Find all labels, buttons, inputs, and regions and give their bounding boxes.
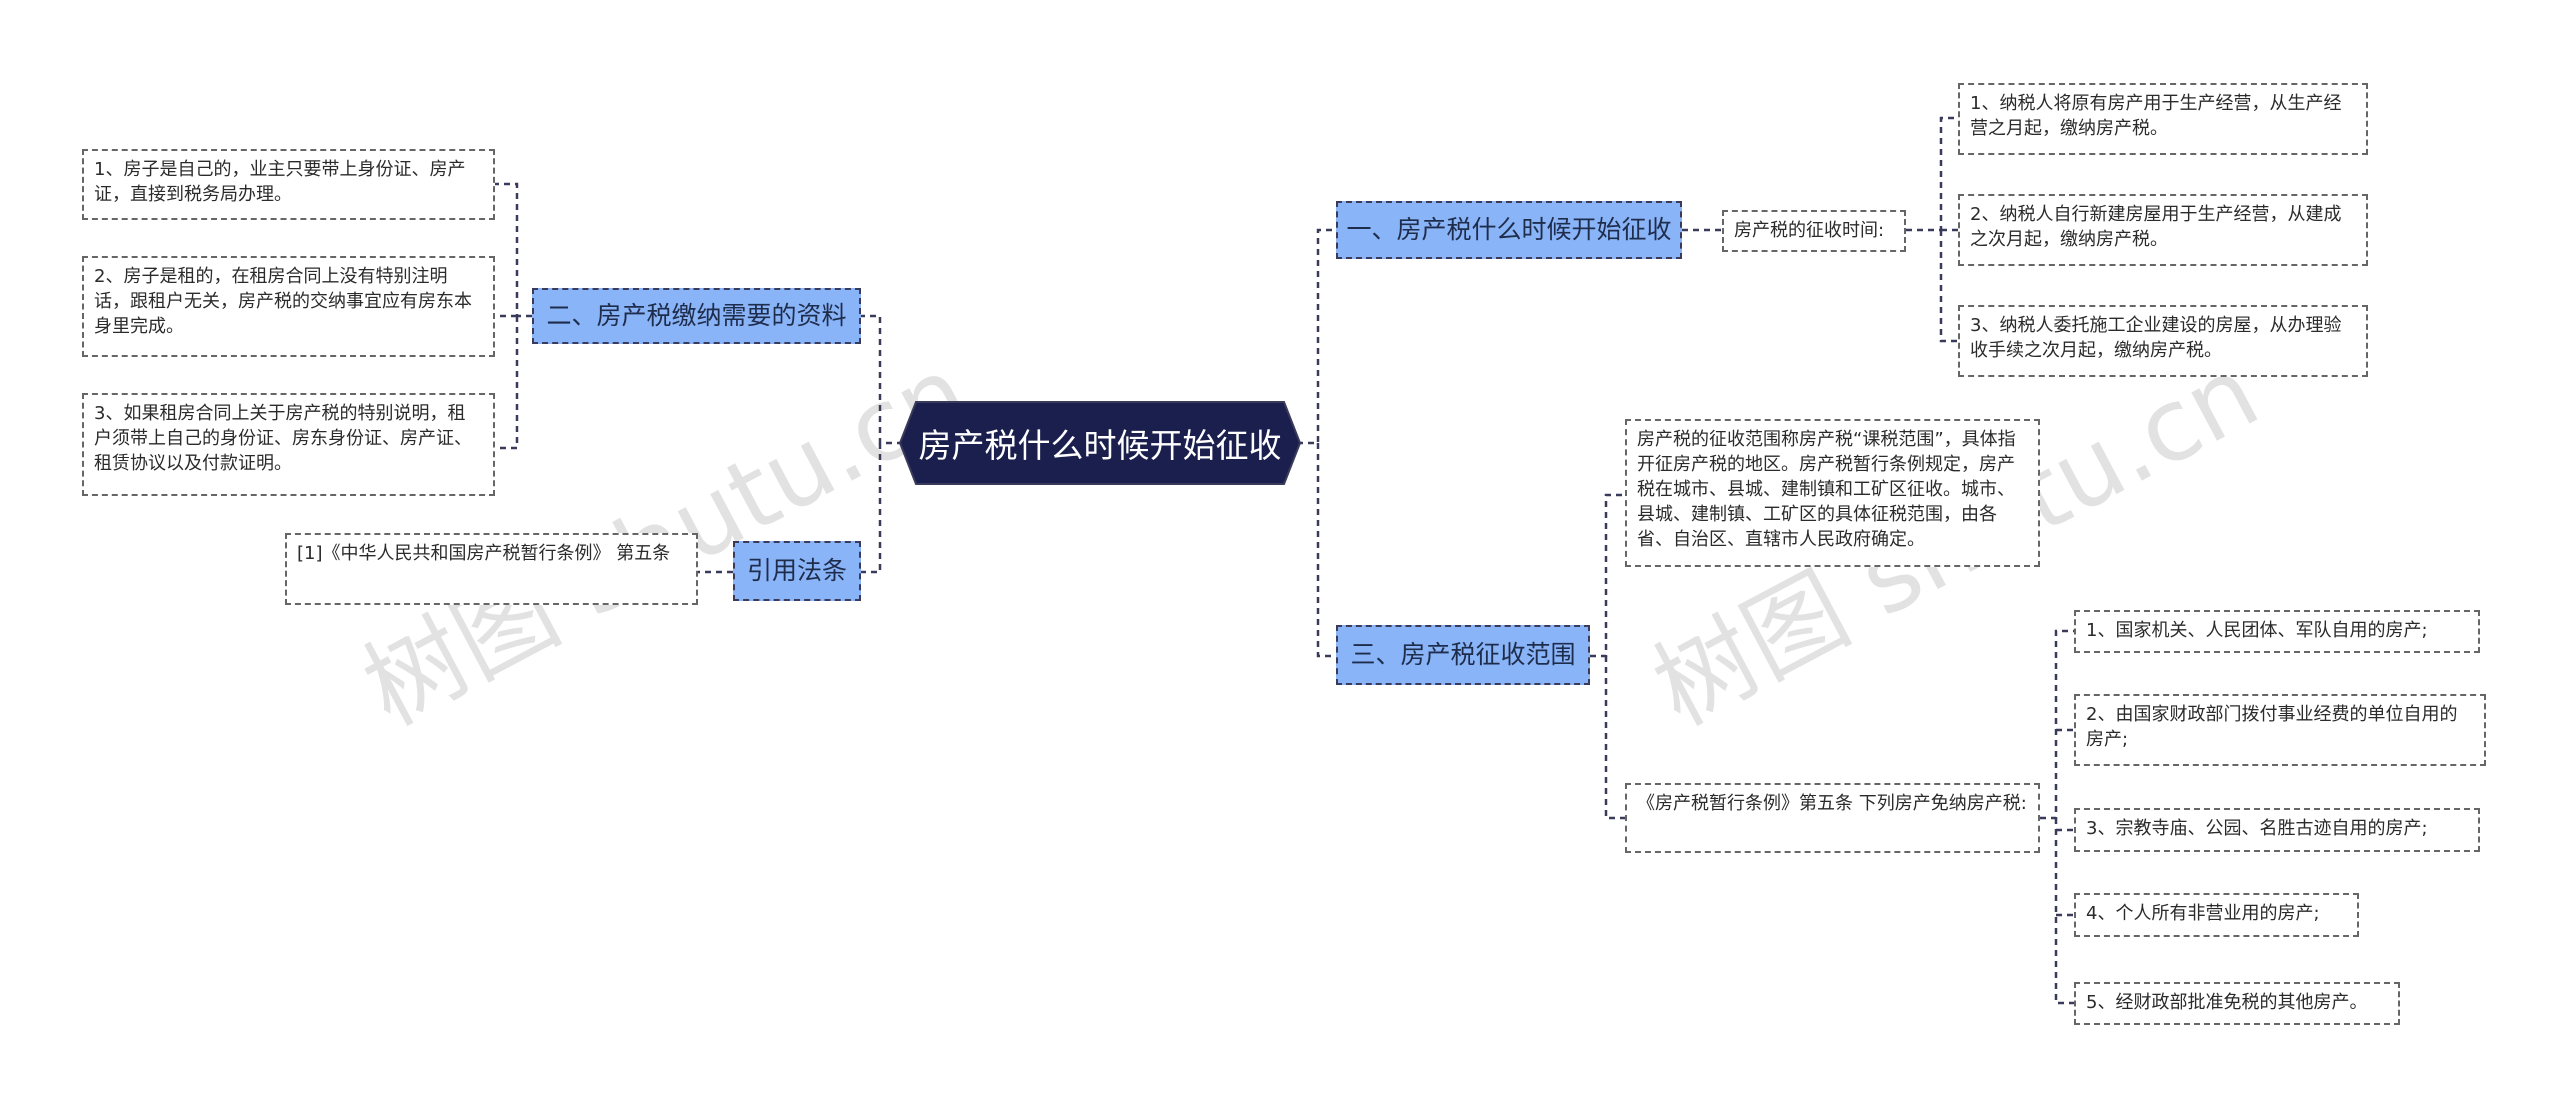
central-topic[interactable]: 房产税什么时候开始征收	[898, 400, 1302, 486]
exemption-item-2[interactable]: 2、由国家财政部门拨付事业经费的单位自用的房产;	[2074, 694, 2486, 766]
branch-references[interactable]: 引用法条	[733, 541, 861, 601]
materials-item-2[interactable]: 2、房子是租的，在租房合同上没有特别注明话，跟租户无关，房产税的交纳事宜应有房东…	[82, 256, 495, 357]
central-topic-shape	[898, 401, 1302, 485]
start-time-item-3[interactable]: 3、纳税人委托施工企业建设的房屋，从办理验收手续之次月起，缴纳房产税。	[1958, 305, 2368, 377]
branch-scope[interactable]: 三、房产税征收范围	[1336, 625, 1590, 685]
materials-item-3[interactable]: 3、如果租房合同上关于房产税的特别说明，租户须带上自己的身份证、房东身份证、房产…	[82, 393, 495, 496]
exemption-item-4[interactable]: 4、个人所有非营业用的房产;	[2074, 893, 2359, 937]
exemption-item-3[interactable]: 3、宗教寺庙、公园、名胜古迹自用的房产;	[2074, 808, 2480, 852]
exemption-intro[interactable]: 《房产税暂行条例》第五条 下列房产免纳房产税:	[1625, 783, 2040, 853]
central-topic-label: 房产税什么时候开始征收	[918, 426, 1282, 465]
exemption-item-5[interactable]: 5、经财政部批准免税的其他房产。	[2074, 982, 2400, 1025]
exemption-item-1[interactable]: 1、国家机关、人民团体、军队自用的房产;	[2074, 610, 2480, 653]
start-time-item-2[interactable]: 2、纳税人自行新建房屋用于生产经营，从建成之次月起，缴纳房产税。	[1958, 194, 2368, 266]
start-time-sub[interactable]: 房产税的征收时间:	[1722, 210, 1906, 252]
start-time-item-1[interactable]: 1、纳税人将原有房产用于生产经营，从生产经营之月起，缴纳房产税。	[1958, 83, 2368, 155]
materials-item-1[interactable]: 1、房子是自己的，业主只要带上身份证、房产证，直接到税务局办理。	[82, 149, 495, 220]
scope-description[interactable]: 房产税的征收范围称房产税“课税范围”，具体指开征房产税的地区。房产税暂行条例规定…	[1625, 419, 2040, 567]
branch-start-time[interactable]: 一、房产税什么时候开始征收	[1336, 201, 1682, 259]
branch-materials[interactable]: 二、房产税缴纳需要的资料	[532, 288, 861, 344]
reference-item[interactable]: [1]《中华人民共和国房产税暂行条例》 第五条	[285, 533, 698, 605]
